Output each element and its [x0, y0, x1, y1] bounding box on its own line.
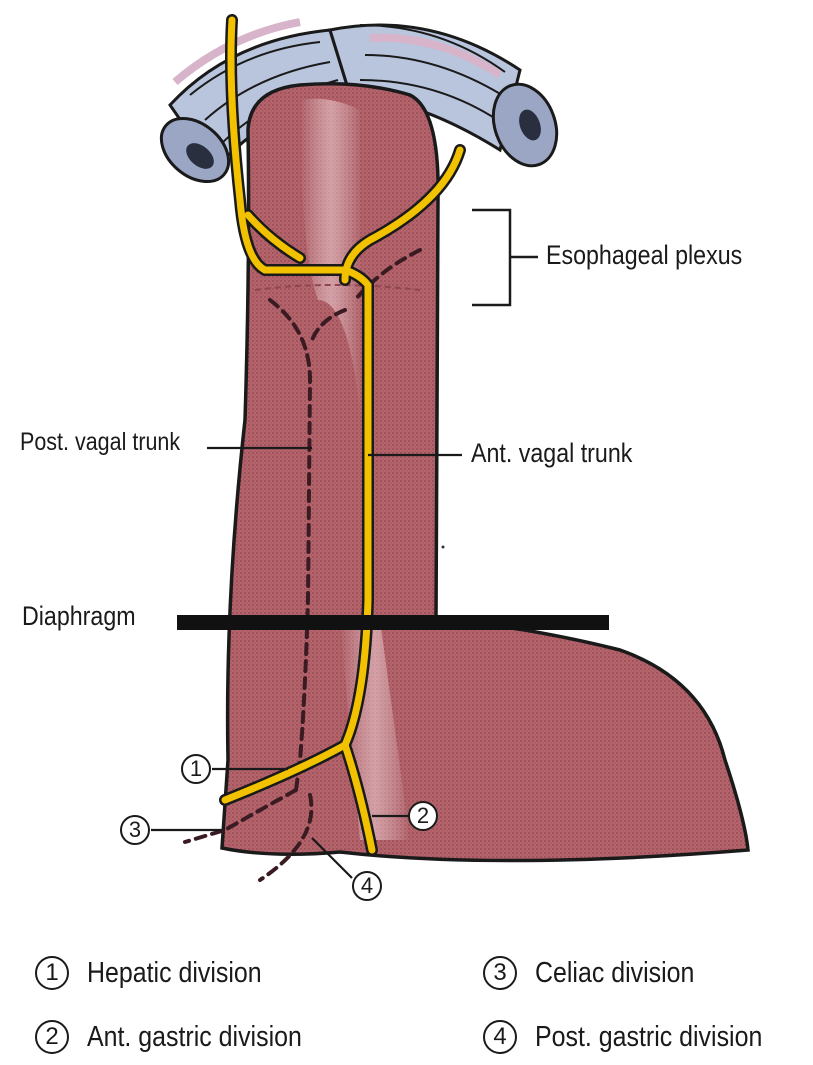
marker-3: 3	[120, 815, 150, 845]
legend-marker: 2	[35, 1020, 69, 1054]
legend-marker: 3	[483, 956, 517, 990]
legend-item-post-gastric: 4 Post. gastric division	[483, 1020, 799, 1054]
legend-text: Ant. gastric division	[87, 1021, 302, 1054]
legend-marker: 4	[483, 1020, 517, 1054]
diaphragm-bar	[177, 615, 609, 630]
plexus-bracket	[472, 210, 538, 305]
legend-item-hepatic: 1 Hepatic division	[35, 956, 290, 990]
legend-item-celiac: 3 Celiac division	[483, 956, 720, 990]
marker-4: 4	[352, 871, 382, 901]
legend-item-ant-gastric: 2 Ant. gastric division	[35, 1020, 337, 1054]
legend-text: Celiac division	[535, 957, 694, 990]
marker-1: 1	[181, 754, 211, 784]
post-vagal-trunk-label: Post. vagal trunk	[20, 430, 180, 455]
marker-2: 2	[408, 801, 438, 831]
diaphragm-label: Diaphragm	[22, 603, 136, 630]
legend-marker: 1	[35, 956, 69, 990]
ant-vagal-trunk-label: Ant. vagal trunk	[471, 440, 632, 467]
esophageal-plexus-label: Esophageal plexus	[546, 242, 742, 269]
legend-text: Post. gastric division	[535, 1021, 762, 1054]
legend-text: Hepatic division	[87, 957, 262, 990]
